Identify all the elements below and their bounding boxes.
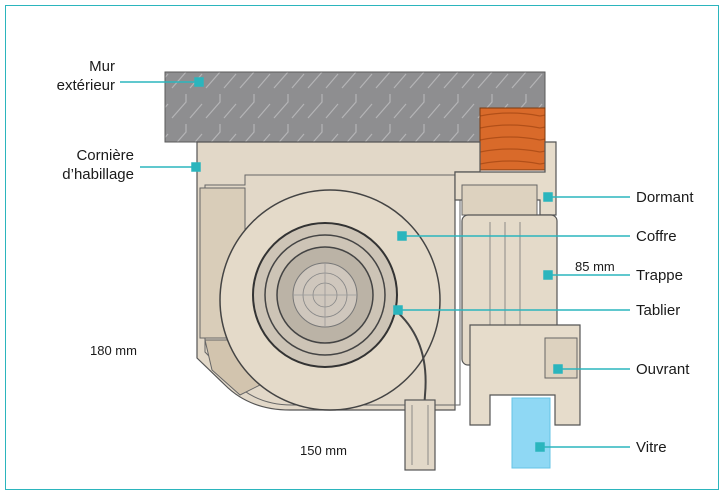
label-mur-line1: Mur: [89, 58, 115, 75]
label-mur: Mur extérieur: [55, 57, 115, 95]
label-coffre: Coffre: [636, 228, 677, 245]
dormant-inner: [461, 184, 538, 216]
label-mur-line2: extérieur: [56, 77, 115, 94]
label-corniere-line1: Cornière: [76, 147, 134, 164]
label-dormant: Dormant: [636, 189, 694, 206]
apron-guide: [404, 399, 436, 471]
label-trappe: Trappe: [636, 267, 683, 284]
label-corniere-line2: d’habillage: [62, 166, 134, 183]
glass-pane: [511, 397, 551, 469]
axle-cross: [293, 263, 357, 327]
label-corniere: Cornière d’habillage: [30, 146, 134, 184]
label-vitre: Vitre: [636, 439, 667, 456]
label-tablier: Tablier: [636, 302, 681, 319]
guide-lines: [411, 405, 429, 465]
dimension-width: 150 mm: [300, 443, 347, 458]
dimension-trap-width: 85 mm: [575, 259, 615, 274]
dimension-height: 180 mm: [90, 343, 137, 358]
diagram-frame: [5, 5, 719, 490]
apron-layer-2: [264, 234, 386, 356]
label-ouvrant: Ouvrant: [636, 361, 690, 378]
wood-lintel: [479, 107, 546, 171]
apron-descent: [394, 309, 427, 471]
